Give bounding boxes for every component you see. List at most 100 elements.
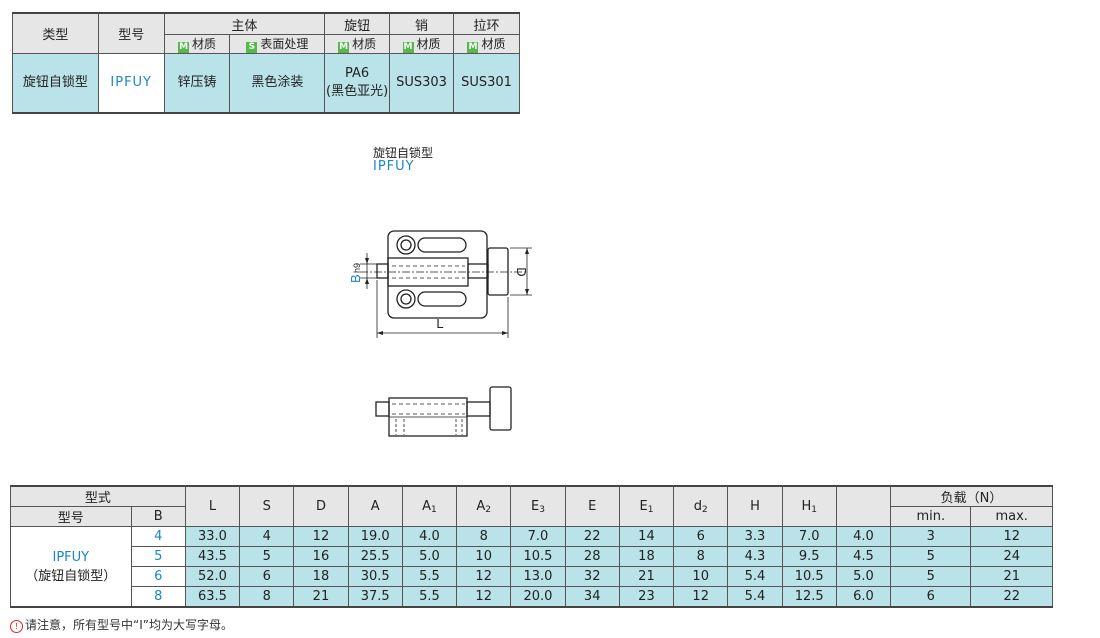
dims-cell: 5 bbox=[890, 546, 972, 567]
dims-cell: 21 bbox=[293, 586, 349, 608]
body-outline bbox=[387, 230, 488, 319]
dims-cell: 13.0 bbox=[510, 566, 566, 587]
dims-cell: 32 bbox=[564, 566, 620, 587]
dims-cell: 7.0 bbox=[510, 526, 566, 547]
top-view-drawing: D L B h9 bbox=[348, 230, 532, 338]
dims-cell: 8 bbox=[239, 586, 295, 608]
col-header: A bbox=[347, 485, 403, 527]
lower-slot bbox=[417, 291, 467, 307]
footnote: !请注意，所有型号中“I”均为大写字母。 bbox=[10, 616, 233, 633]
spec-body-material: 锌压铸 bbox=[163, 53, 231, 114]
side-knob bbox=[489, 386, 512, 431]
dims-cell: 52.0 bbox=[184, 566, 241, 587]
header-load-max: max. bbox=[970, 506, 1053, 527]
header-style: 型式 bbox=[10, 485, 186, 507]
col-header: S bbox=[239, 485, 295, 527]
upper-slot bbox=[417, 237, 467, 253]
dims-b-value: 6 bbox=[130, 566, 186, 587]
dims-cell: 10 bbox=[456, 546, 512, 567]
header-B: B bbox=[130, 506, 186, 527]
dims-cell: 28 bbox=[564, 546, 620, 567]
dims-model-type: （旋钮自锁型） bbox=[25, 568, 117, 584]
lower-hole bbox=[396, 289, 416, 309]
dims-cell: 33.0 bbox=[184, 526, 241, 547]
spec-type: 旋钮自锁型 bbox=[12, 53, 99, 114]
dims-cell: 8 bbox=[673, 546, 729, 567]
dims-cell: 12 bbox=[456, 566, 512, 587]
drawing-caption: 旋钮自锁型 IPFUY bbox=[373, 146, 433, 174]
dims-cell: 22 bbox=[970, 586, 1053, 608]
dims-cell: 9.5 bbox=[781, 546, 837, 567]
dims-cell: 43.5 bbox=[184, 546, 241, 567]
header-type: 类型 bbox=[12, 12, 99, 54]
surface-badge-icon: S bbox=[246, 42, 258, 53]
dims-cell: 3.3 bbox=[727, 526, 783, 547]
dims-cell: 23 bbox=[618, 586, 675, 608]
spec-surface: 黑色涂装 bbox=[229, 53, 326, 114]
dims-cell: 19.0 bbox=[347, 526, 403, 547]
dims-cell: 10.5 bbox=[510, 546, 566, 567]
header-model: 型号 bbox=[97, 12, 165, 54]
dims-cell: 6 bbox=[890, 586, 972, 608]
dims-cell: 22 bbox=[564, 526, 620, 547]
dims-cell: 20.0 bbox=[510, 586, 566, 608]
dims-cell: 5.5 bbox=[401, 566, 458, 587]
dims-cell: 63.5 bbox=[184, 586, 241, 608]
dims-model-name: IPFUY bbox=[52, 549, 90, 565]
dims-cell: 16 bbox=[293, 546, 349, 567]
label-B: B bbox=[348, 274, 363, 283]
dims-cell: 4 bbox=[239, 526, 295, 547]
col-header: E3 bbox=[510, 485, 566, 527]
label-L: L bbox=[436, 316, 443, 331]
col-header: H1 bbox=[781, 485, 837, 527]
col-header: H bbox=[727, 485, 783, 527]
dims-cell: 5.4 bbox=[727, 566, 783, 587]
footnote-text: 请注意，所有型号中“I”均为大写字母。 bbox=[25, 618, 233, 632]
dims-cell: 21 bbox=[618, 566, 675, 587]
dims-cell: 10.5 bbox=[781, 566, 837, 587]
col-header: E bbox=[564, 485, 620, 527]
side-view-drawing bbox=[375, 386, 512, 437]
label-h9: h9 bbox=[352, 263, 362, 273]
dims-b-value: 5 bbox=[130, 546, 186, 567]
dims-cell: 4.0 bbox=[835, 526, 892, 547]
dims-cell: 5.4 bbox=[727, 586, 783, 608]
dims-cell: 6 bbox=[673, 526, 729, 547]
dims-cell: 30.5 bbox=[347, 566, 403, 587]
col-header bbox=[835, 485, 892, 527]
dims-cell: 21 bbox=[970, 566, 1053, 587]
spec-knob-material: PA6(黑色亚光) bbox=[324, 53, 391, 114]
dimension-table: 型式 L S D A A1 A2 E3 E E1 d2 H H1 负载（N） 型… bbox=[10, 485, 1053, 608]
col-header: L bbox=[184, 485, 241, 527]
dims-cell: 5.0 bbox=[835, 566, 892, 587]
header-ring: 拉环 bbox=[453, 12, 520, 35]
dims-cell: 4.5 bbox=[835, 546, 892, 567]
col-header: d2 bbox=[673, 485, 729, 527]
spec-model: IPFUY bbox=[97, 53, 165, 114]
shaft bbox=[467, 263, 489, 279]
warning-icon: ! bbox=[10, 620, 23, 633]
dims-cell: 5.0 bbox=[401, 546, 458, 567]
side-shaft bbox=[466, 401, 491, 417]
dims-cell: 4.3 bbox=[727, 546, 783, 567]
dims-cell: 34 bbox=[564, 586, 620, 608]
dims-cell: 24 bbox=[970, 546, 1053, 567]
drawing-caption-model: IPFUY bbox=[373, 159, 415, 174]
material-badge-icon: M bbox=[178, 42, 190, 53]
upper-hole bbox=[396, 235, 416, 255]
dims-cell: 12 bbox=[293, 526, 349, 547]
dims-cell: 25.5 bbox=[347, 546, 403, 567]
header-model: 型号 bbox=[10, 506, 132, 527]
col-header: E1 bbox=[618, 485, 675, 527]
header-load-min: min. bbox=[890, 506, 972, 527]
pin-tip bbox=[376, 263, 389, 279]
dims-cell: 14 bbox=[618, 526, 675, 547]
material-badge-icon: M bbox=[467, 42, 479, 53]
